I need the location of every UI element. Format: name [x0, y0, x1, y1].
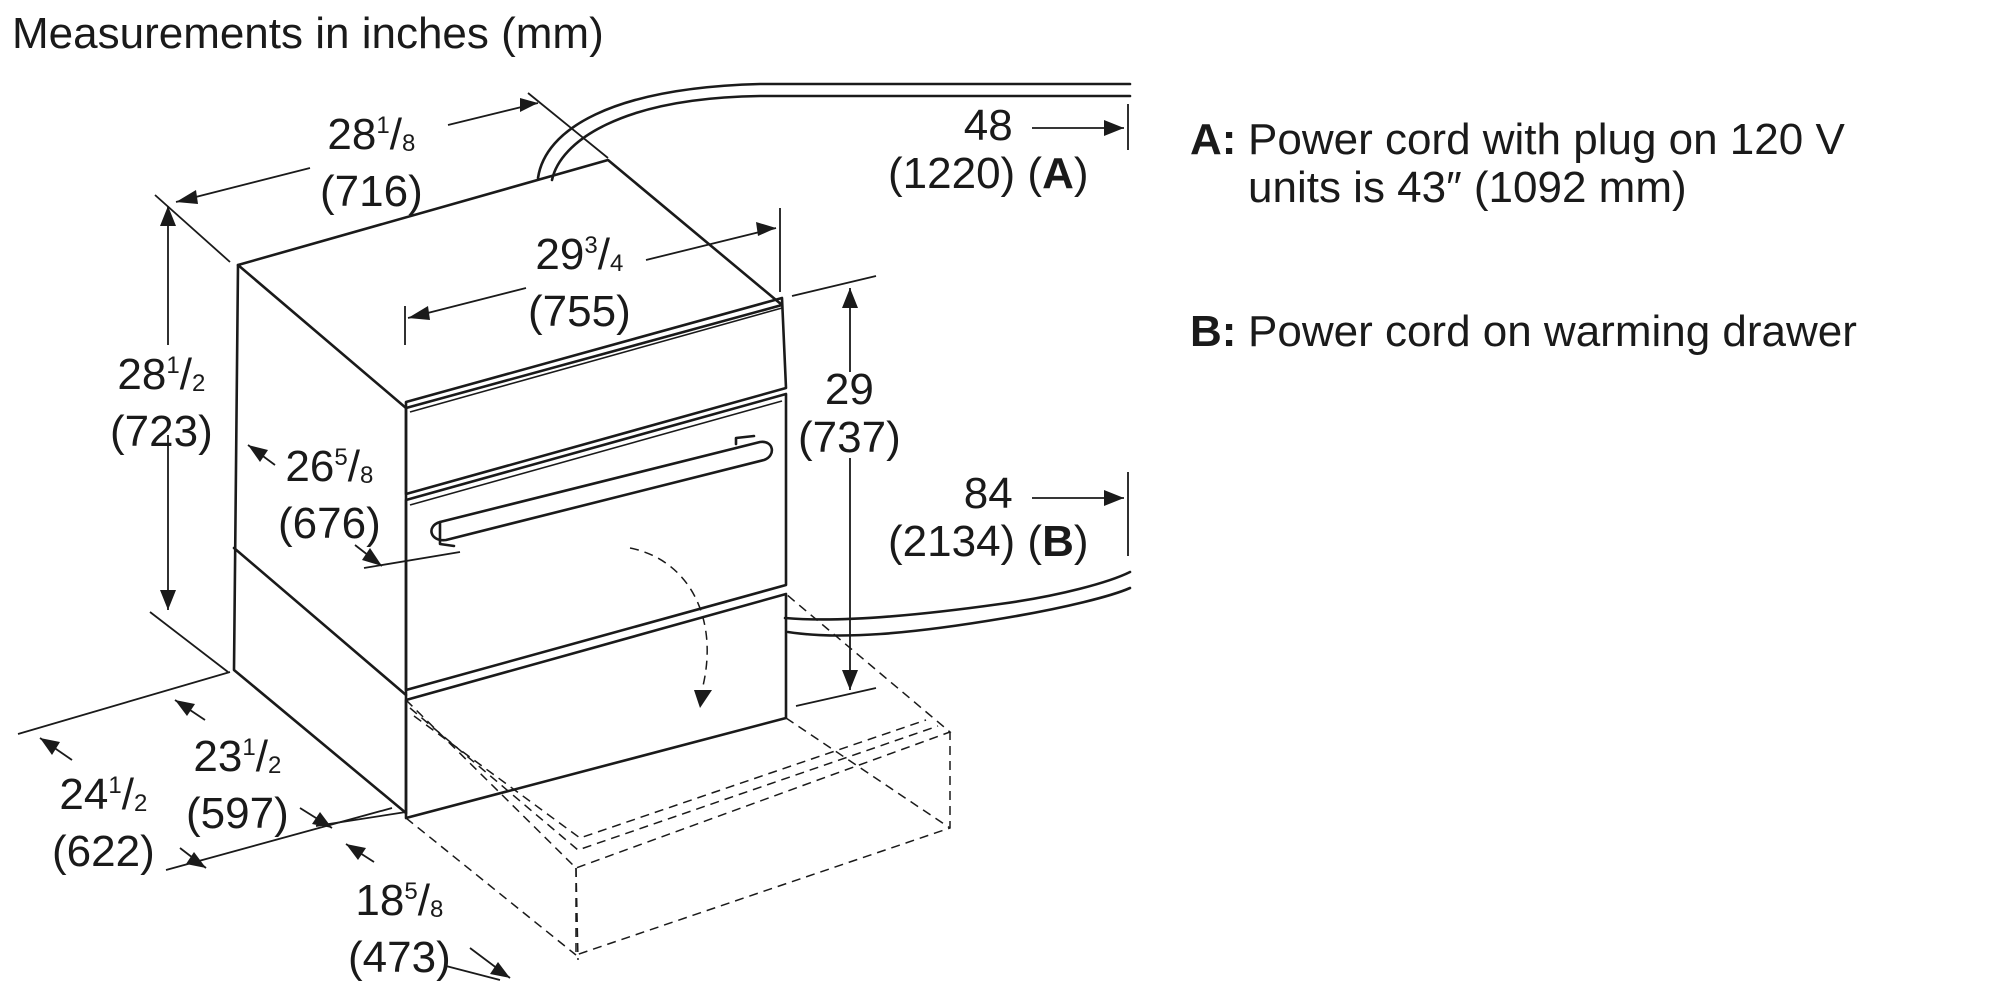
dimension-arrowheads: [40, 98, 1124, 978]
dimension-lines: [17, 92, 1129, 981]
power-cord-a: [536, 82, 1132, 182]
legend-a-line2: units is 43″ (1092 mm): [1248, 163, 1687, 212]
drawer-fronts: [404, 296, 788, 820]
dim-inner-depth: 265/8 (676): [278, 442, 381, 548]
dim-cord-a: 48 (1220) (A): [888, 101, 1089, 198]
dim-drawer-extension: 185/8 (473): [348, 876, 451, 982]
legend-a-line1: Power cord with plug on 120 V: [1248, 115, 1845, 164]
dim-front-height: 29 (737): [798, 365, 901, 462]
dim-total-height: 281/2 (723): [110, 350, 213, 456]
dim-top-width: 293/4 (755): [528, 230, 631, 336]
drawer-open-arrow: [629, 547, 708, 691]
legend-key-b: B:: [1190, 307, 1237, 356]
page-title: Measurements in inches (mm): [12, 9, 604, 58]
legend-key-a: A:: [1190, 115, 1237, 164]
dim-depth-23: 231/2 (597): [186, 732, 289, 838]
drawer-handle: [430, 434, 774, 548]
legend-a: A:Power cord with plug on 120 V units is…: [1190, 116, 1845, 212]
dim-depth-24: 241/2 (622): [52, 770, 155, 876]
power-cord-b: [783, 570, 1132, 637]
dim-cord-b: 84 (2134) (B): [888, 469, 1089, 566]
legend-b: B:Power cord on warming drawer: [1190, 308, 1857, 356]
drawer-open-arrowhead: [694, 690, 712, 708]
dim-top-depth: 281/8 (716): [320, 110, 423, 216]
extended-drawer-outline: [405, 593, 952, 961]
legend-b-line1: Power cord on warming drawer: [1248, 307, 1857, 356]
